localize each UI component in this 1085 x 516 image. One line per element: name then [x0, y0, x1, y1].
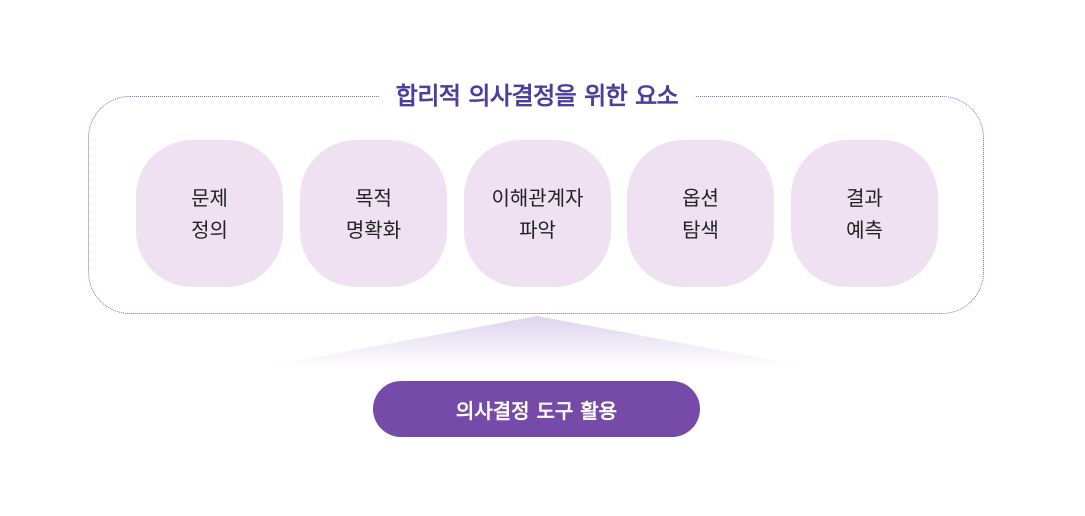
- decision-tool-button: 의사결정 도구 활용: [373, 381, 700, 437]
- element-label: 명확화: [345, 217, 402, 242]
- element-label: 이해관계자: [491, 185, 584, 210]
- element-label: 파악: [519, 217, 556, 242]
- element-label: 결과: [846, 185, 883, 210]
- element-label: 탐색: [682, 217, 719, 242]
- element-label: 예측: [846, 217, 883, 242]
- element-label: 목적: [355, 185, 392, 210]
- element-label: 옵션: [682, 185, 719, 210]
- element-label: 정의: [191, 217, 228, 242]
- diagram-title: 합리적 의사결정을 위한 요소: [379, 78, 695, 114]
- element-label: 문제: [191, 185, 228, 210]
